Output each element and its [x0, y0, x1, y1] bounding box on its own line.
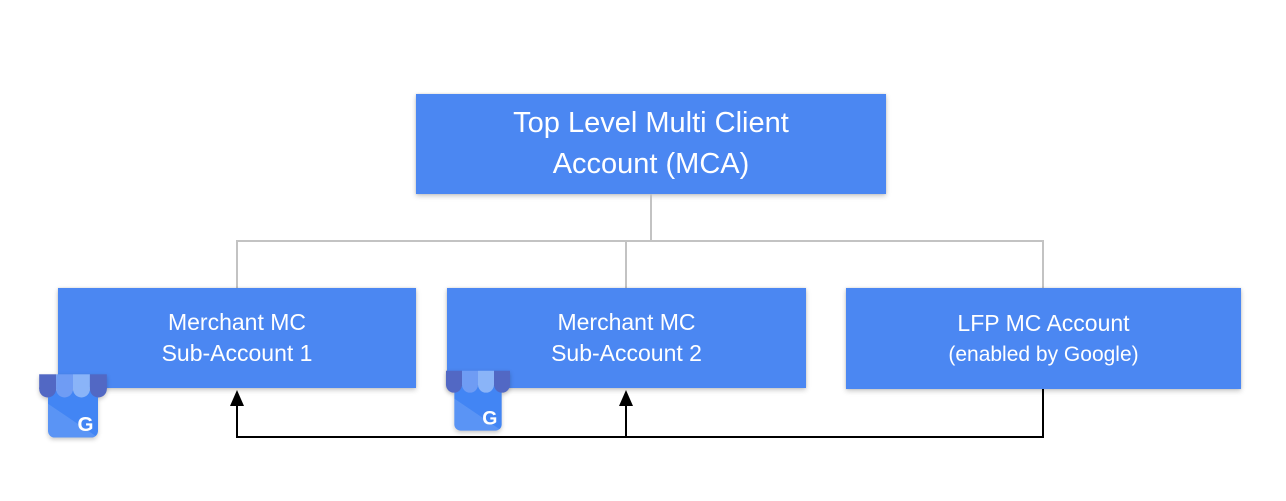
arrow-line-up-sub2 — [625, 404, 627, 438]
node-label-line: Top Level Multi Client — [513, 107, 789, 139]
node-label-line: Merchant MC — [557, 309, 696, 335]
google-my-business-icon: G — [445, 370, 511, 431]
tree-connector-stem — [650, 194, 652, 241]
arrow-line-horizontal — [236, 436, 1044, 438]
node-merchant-sub-account-1: Merchant MC Sub-Account 1 — [58, 288, 416, 388]
node-label-line: Sub-Account 2 — [551, 340, 702, 366]
google-g-letter: G — [482, 407, 497, 429]
node-label-line: Sub-Account 1 — [161, 340, 313, 366]
tree-connector-drop-sub2 — [625, 240, 627, 288]
tree-connector-drop-lfp — [1042, 240, 1044, 288]
google-g-letter: G — [77, 413, 93, 436]
node-top-level-mca: Top Level Multi Client Account (MCA) — [416, 94, 886, 194]
arrow-line-lfp-down — [1042, 389, 1044, 438]
tree-connector-drop-sub1 — [236, 240, 238, 288]
node-lfp-mc-account: LFP MC Account (enabled by Google) — [846, 288, 1241, 389]
node-label-line: (enabled by Google) — [948, 342, 1139, 366]
node-label-line: Account (MCA) — [552, 148, 750, 180]
arrowhead-up-icon — [619, 390, 633, 406]
arrow-line-up-sub1 — [236, 404, 238, 438]
arrowhead-up-icon — [230, 390, 244, 406]
node-label-line: LFP MC Account — [957, 309, 1130, 336]
google-my-business-icon: G — [39, 374, 107, 438]
node-label-line: Merchant MC — [167, 309, 307, 335]
tree-connector-horizontal — [236, 240, 1044, 242]
